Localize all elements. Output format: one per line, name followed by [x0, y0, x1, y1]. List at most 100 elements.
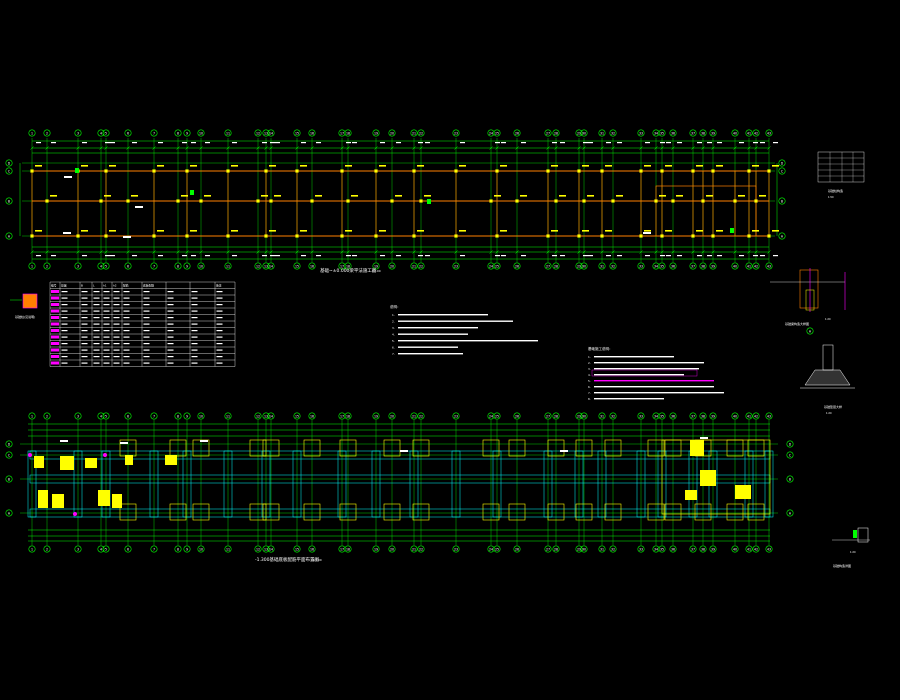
axis-bubble-top-20-label: 21	[412, 131, 416, 135]
table-cell-3-3	[93, 304, 100, 306]
white-tag-1	[135, 206, 143, 208]
axis-bubble-bottom-3	[97, 262, 105, 270]
axis-bubble-bottom-18-label: 19	[374, 264, 378, 268]
pad-footing-bot-13	[262, 503, 280, 521]
b-row-bubble-right-2	[786, 475, 794, 483]
axis-bubble-bottom-23	[487, 262, 495, 270]
axis-bubble-top-6-label: 7	[153, 131, 155, 135]
table-cell-5-5	[113, 317, 120, 319]
b-axis-bubble-top-26	[544, 412, 552, 420]
detail-1-title: 基础柱构造	[828, 188, 843, 193]
dim-text-top-42	[773, 142, 778, 144]
b-row-bubble-right-2-label: B	[789, 477, 791, 481]
white-tag-4	[643, 232, 651, 234]
detail4-marker	[853, 530, 857, 538]
axis-bubble-top-35	[669, 129, 677, 137]
green-marker-3	[190, 190, 194, 195]
table-cell-5-3	[93, 317, 100, 319]
axis-bubble-bottom-12	[262, 262, 270, 270]
b-axis-bubble-bottom-41	[752, 545, 760, 553]
column-0-2	[30, 234, 34, 238]
table-cell-9-8	[167, 343, 174, 345]
dim-text-bot-5	[132, 255, 137, 257]
dim-text-top-29	[588, 142, 593, 144]
dim-text-top-41	[760, 142, 765, 144]
b-axis-bubble-bottom-3	[97, 545, 105, 553]
strip-footing-col-24	[492, 450, 502, 518]
b-axis-bubble-bottom-37	[699, 545, 707, 553]
b-axis-bubble-bottom-32-label: 33	[639, 547, 643, 551]
tick-bot-33	[654, 250, 658, 254]
b-axis-bubble-top-31	[609, 412, 617, 420]
column-28-2	[577, 234, 581, 238]
axis-bubble-top-30	[598, 129, 606, 137]
filled-footing-12	[735, 485, 751, 499]
dim-text-bot-8	[191, 255, 196, 257]
dim-text-top-14	[301, 142, 306, 144]
axis-bubble-top-21	[417, 129, 425, 137]
filled-footing-0	[34, 456, 44, 468]
table-cell-12-7	[143, 362, 150, 364]
filled-footing-6	[112, 494, 122, 508]
axis-bubble-bottom-6-label: 7	[153, 264, 155, 268]
b-axis-bubble-top-31-label: 32	[611, 414, 615, 418]
axis-bubble-bottom-41-label: 42	[754, 264, 758, 268]
table-cell-3-9	[191, 304, 198, 306]
tick-top-40	[747, 146, 751, 150]
b-axis-bubble-bottom-27-label: 28	[554, 547, 558, 551]
white-tag-0	[64, 176, 72, 178]
dim-text-bot-10	[232, 255, 237, 257]
axis-bubble-bottom-38-label: 39	[711, 264, 715, 268]
b-axis-bubble-top-30	[598, 412, 606, 420]
axis-bubble-bottom-26-label: 27	[546, 264, 550, 268]
note-center-line-4	[398, 340, 538, 342]
table-cell-6-1	[61, 323, 68, 325]
table-cell-6-7	[143, 323, 150, 325]
axis-bubble-top-22-label: 23	[454, 131, 458, 135]
column-14-0	[295, 169, 299, 173]
beam-tag-3-1	[104, 195, 111, 197]
tick-bot-15	[310, 250, 314, 254]
table-cell-1-8	[167, 291, 174, 293]
filled-footing-8	[165, 455, 177, 465]
column-30-0	[600, 169, 604, 173]
table-cell-7-7	[143, 330, 150, 332]
b-axis-bubble-top-40	[745, 412, 753, 420]
b-axis-bubble-top-3-label: 4	[100, 414, 102, 418]
tick-bot-0	[30, 250, 34, 254]
tick-top-21	[419, 146, 423, 150]
axis-bubble-top-40-label: 41	[747, 131, 751, 135]
b-axis-bubble-bottom-7-label: 8	[177, 547, 179, 551]
b-axis-bubble-bottom-3-label: 4	[100, 547, 102, 551]
tick-top-38	[711, 146, 715, 150]
note-center-line-0	[398, 314, 488, 316]
table-header-4: h1	[103, 284, 107, 288]
beam-tag-11-1	[261, 195, 268, 197]
table-cell-12-5	[113, 362, 120, 364]
beam-tag-14-0	[300, 165, 307, 167]
note-right-line-1	[594, 362, 704, 364]
axis-bubble-bottom-25-label: 26	[515, 264, 519, 268]
dim-text-bot-31	[617, 255, 622, 257]
b-axis-bubble-bottom-22	[452, 545, 460, 553]
note-center-line-1	[398, 320, 513, 322]
axis-bubble-bottom-34	[658, 262, 666, 270]
b-row-bubble-right-0-label: D	[789, 442, 792, 446]
table-cell-8-8	[167, 336, 174, 338]
tick-top-13	[269, 146, 273, 150]
b-axis-bubble-top-9-label: 10	[199, 414, 203, 418]
table-cell-2-6	[123, 297, 130, 299]
axis-bubble-top-0	[28, 129, 36, 137]
tick-top-27	[554, 146, 558, 150]
axis-bubble-bottom-40-label: 41	[747, 264, 751, 268]
pad-footing-top-29	[575, 439, 593, 457]
column-39-1	[733, 199, 737, 203]
axis-bubble-top-4	[102, 129, 110, 137]
axis-bubble-bottom-27-label: 28	[554, 264, 558, 268]
tick-top-3	[99, 146, 103, 150]
table-cell-8-6	[123, 336, 130, 338]
axis-bubble-bottom-23-label: 24	[489, 264, 493, 268]
strip-footing-col-16	[337, 450, 347, 518]
axis-bubble-top-18	[372, 129, 380, 137]
